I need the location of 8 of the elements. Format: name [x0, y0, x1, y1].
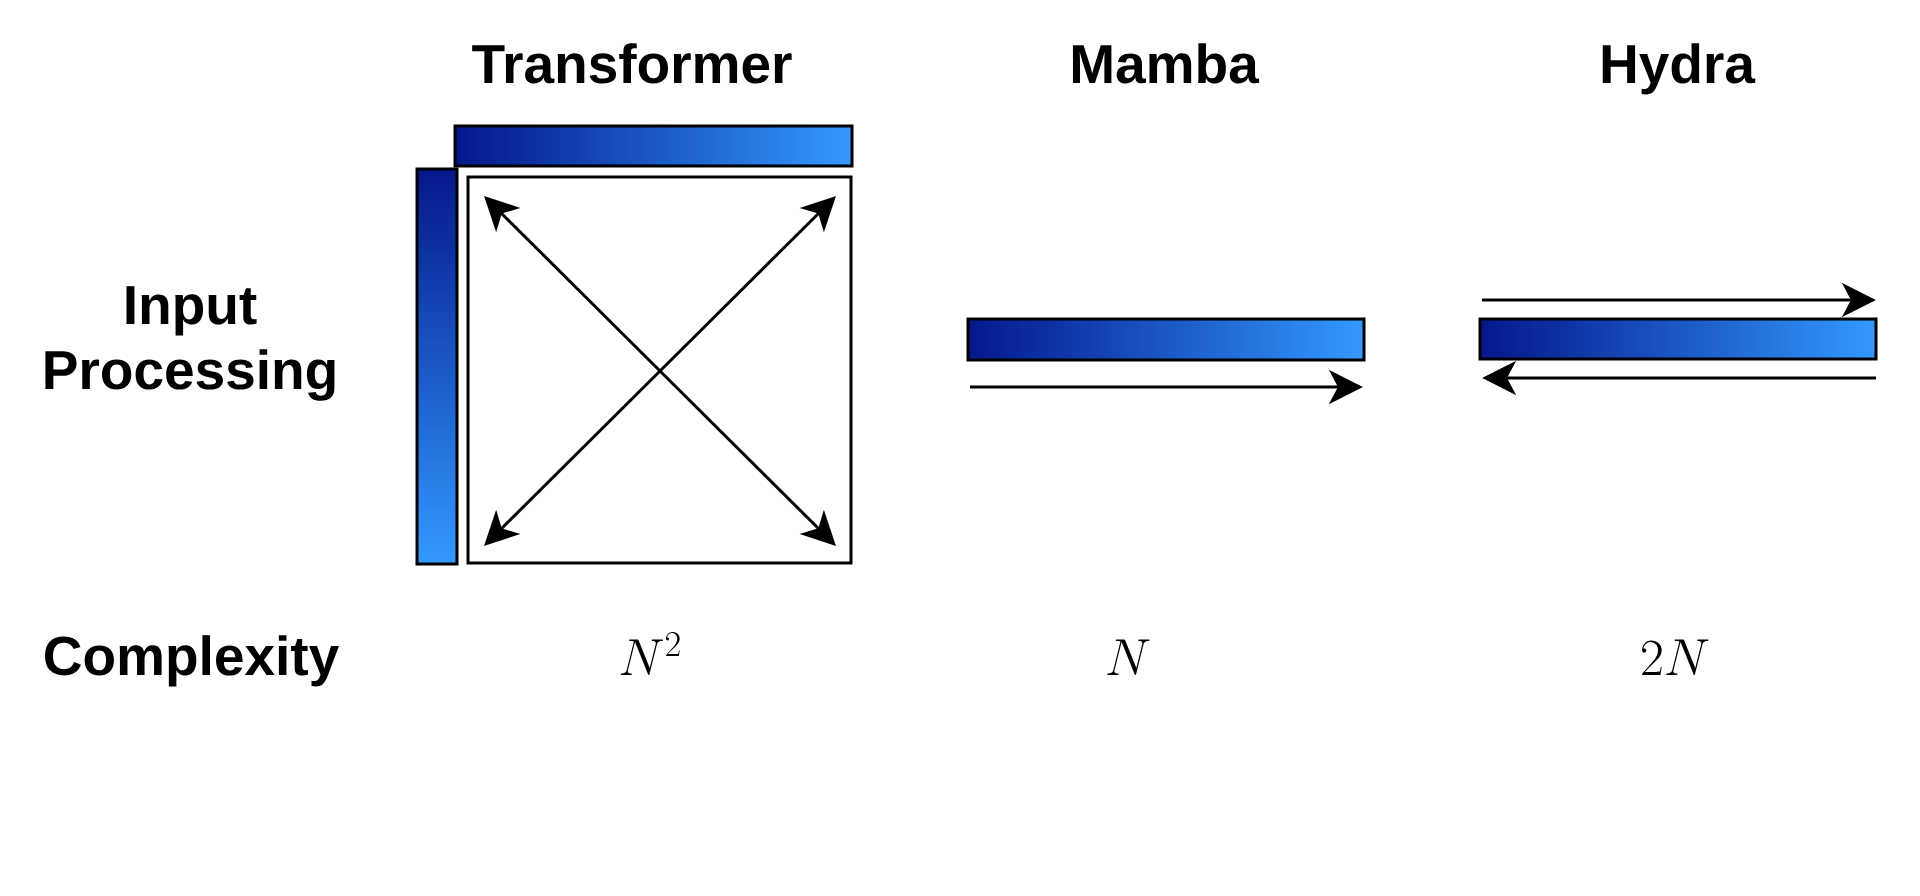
complexity-formula: $2N$ [1642, 639, 1709, 675]
row-heading: Complexity [45, 635, 339, 687]
column-heading: Hydra [1602, 43, 1756, 95]
column-heading: Transformer [472, 43, 792, 84]
complexity-formula: $N^2$ [620, 632, 680, 675]
complexity-formula: $N$ [1107, 639, 1150, 675]
row-heading: Input Processing [45, 286, 335, 401]
column-heading: Mamba [1072, 43, 1260, 84]
